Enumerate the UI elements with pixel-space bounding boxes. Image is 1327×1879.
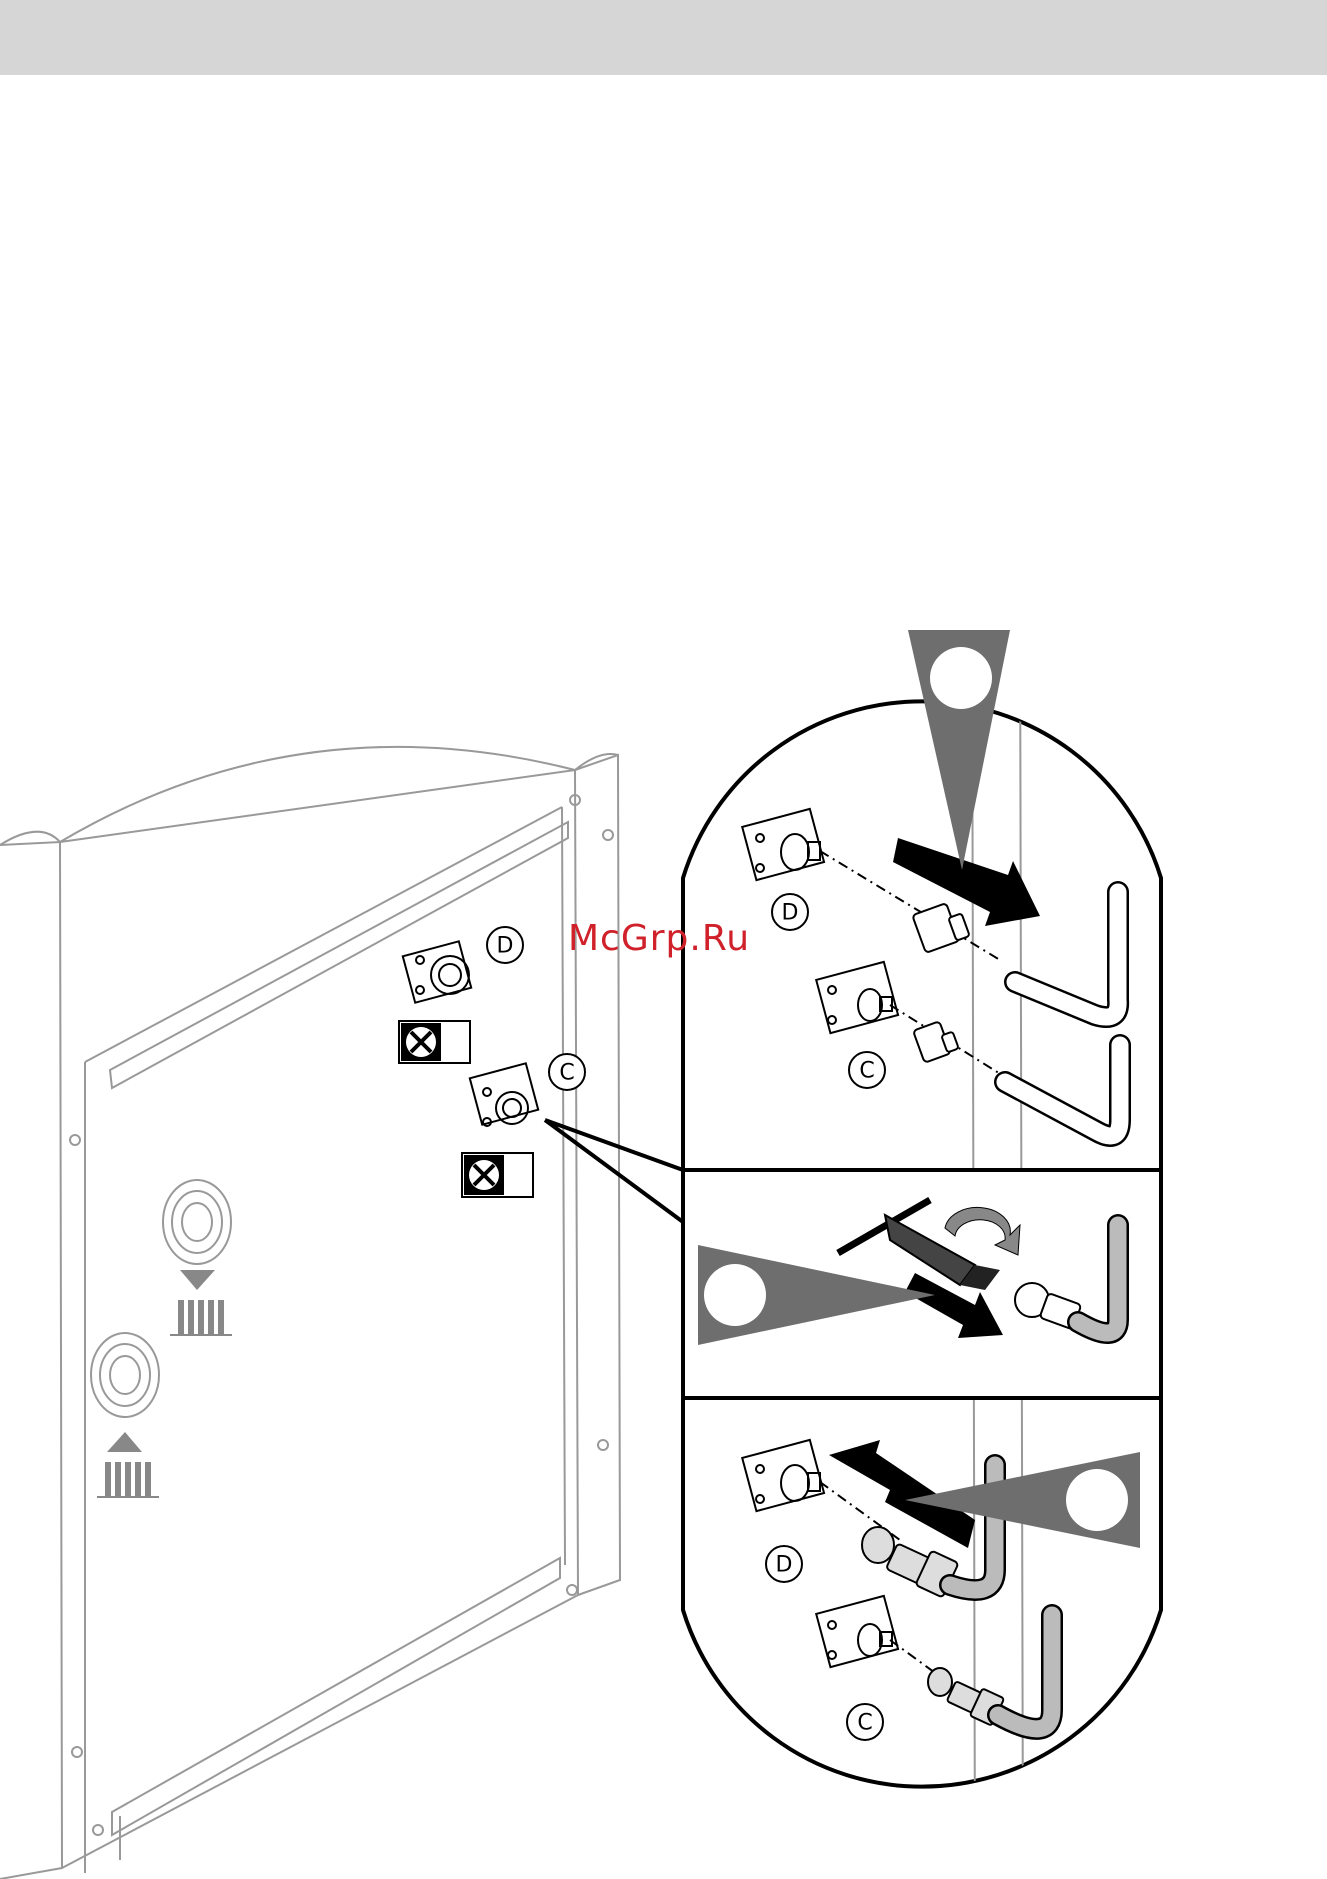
watermark: McGrp.Ru bbox=[568, 918, 750, 959]
label-d-unit: D bbox=[487, 927, 523, 963]
arrow-up-icon bbox=[107, 1432, 142, 1452]
fan-icon bbox=[462, 1153, 533, 1197]
radiator-icon bbox=[97, 1462, 159, 1498]
svg-text:D: D bbox=[497, 934, 514, 959]
water-port-upper bbox=[163, 1180, 231, 1264]
zoom-callout bbox=[545, 1120, 683, 1222]
svg-text:C: C bbox=[857, 1711, 872, 1736]
connector-c-on-unit bbox=[470, 1063, 538, 1126]
connector-d-on-unit bbox=[403, 941, 471, 1002]
label-d-step3: D bbox=[766, 1546, 802, 1582]
label-c-step3: C bbox=[847, 1704, 883, 1740]
unit-back-panel bbox=[0, 747, 620, 1879]
label-c-step1: C bbox=[849, 1052, 885, 1088]
svg-text:D: D bbox=[776, 1553, 793, 1578]
water-port-lower bbox=[91, 1333, 159, 1417]
fan-icon bbox=[399, 1021, 470, 1063]
label-d-step1: D bbox=[772, 894, 808, 930]
label-c-unit: C bbox=[549, 1054, 585, 1090]
arrow-down-icon bbox=[180, 1270, 215, 1290]
svg-text:D: D bbox=[782, 901, 799, 926]
svg-text:C: C bbox=[859, 1059, 874, 1084]
svg-text:C: C bbox=[559, 1061, 574, 1086]
radiator-icon bbox=[170, 1300, 232, 1336]
